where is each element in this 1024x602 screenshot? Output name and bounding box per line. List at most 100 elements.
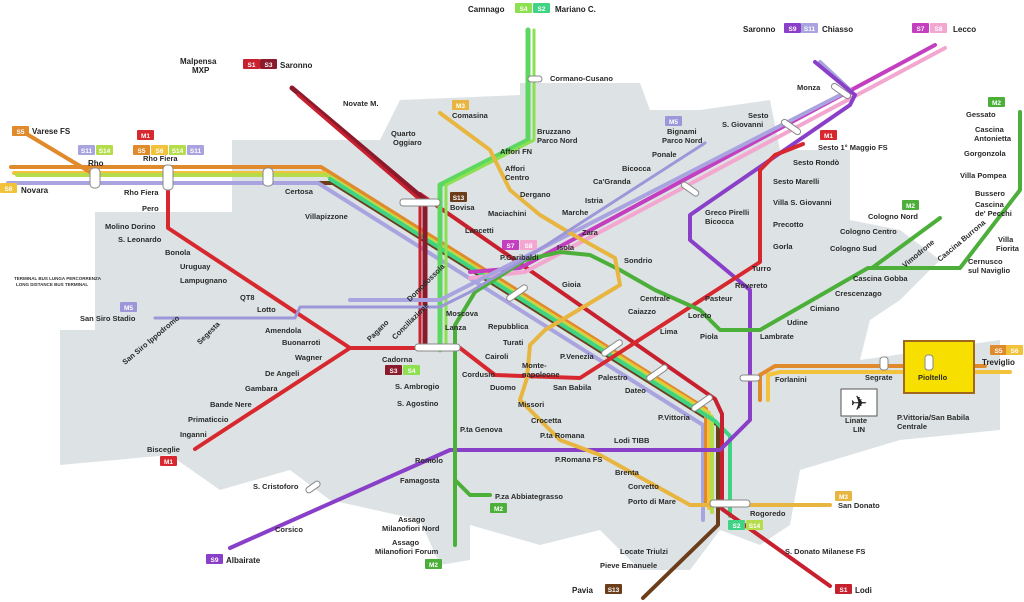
station-label[interactable]: Pero	[142, 204, 159, 213]
terminus-lecco[interactable]: Lecco	[953, 25, 976, 34]
station-label[interactable]: Dateo	[625, 386, 646, 395]
station-label[interactable]: P.Garibaldi	[500, 253, 539, 262]
station-label[interactable]: Cormano-Cusano	[550, 74, 613, 83]
terminus-saronno_e[interactable]: Saronno	[743, 25, 776, 34]
station-label[interactable]: Assago	[398, 515, 426, 524]
station-label[interactable]: Pioltello	[918, 373, 948, 382]
station-label[interactable]: Affori FN	[500, 147, 532, 156]
station-label[interactable]: Udine	[787, 318, 808, 327]
station-label[interactable]: Moscova	[446, 309, 479, 318]
station-label[interactable]: P.Vittoria	[658, 413, 691, 422]
station-label[interactable]: Centrale	[640, 294, 670, 303]
station-label[interactable]: Lotto	[257, 305, 276, 314]
station-label[interactable]: Marche	[562, 208, 588, 217]
station-label[interactable]: napoleone	[522, 370, 560, 379]
station-label[interactable]: S. Leonardo	[118, 235, 162, 244]
terminus-novara[interactable]: Novara	[21, 186, 49, 195]
terminus-rho[interactable]: Rho	[88, 159, 104, 168]
station-label[interactable]: Monte-	[522, 361, 547, 370]
station-label[interactable]: P.Vittoria/San Babila	[897, 413, 970, 422]
station-label[interactable]: Cascina	[975, 200, 1005, 209]
station-label[interactable]: Bande Nere	[210, 400, 252, 409]
station-label[interactable]: Sesto Rondò	[793, 158, 840, 167]
station-label[interactable]: LIN	[853, 425, 865, 434]
station-label[interactable]: S. Ambrogio	[395, 382, 440, 391]
station-label[interactable]: S. Agostino	[397, 399, 439, 408]
terminus-malpensa[interactable]: Malpensa	[180, 57, 217, 66]
station-label[interactable]: San Siro Stadio	[80, 314, 136, 323]
station-label[interactable]: Primaticcio	[188, 415, 229, 424]
station-label[interactable]: Affori	[505, 164, 525, 173]
station-label[interactable]: Lodi TIBB	[614, 436, 650, 445]
station-label[interactable]: Milanofiori Nord	[382, 524, 440, 533]
station-label[interactable]: De Angeli	[265, 369, 299, 378]
station-label[interactable]: Sondrio	[624, 256, 653, 265]
station-label[interactable]: Monza	[797, 83, 821, 92]
station-label[interactable]: Bisceglie	[147, 445, 180, 454]
station-label[interactable]: Villa	[998, 235, 1014, 244]
station-label[interactable]: S. Cristoforo	[253, 482, 299, 491]
station-label[interactable]: Maciachini	[488, 209, 526, 218]
station-label[interactable]: Corvetto	[628, 482, 659, 491]
station-label[interactable]: Cernusco	[968, 257, 1003, 266]
station-label[interactable]: Villa Pompea	[960, 171, 1007, 180]
station-label[interactable]: P.za Abbiategrasso	[495, 492, 563, 501]
station-label[interactable]: Rogoredo	[750, 509, 786, 518]
station-label[interactable]: Cologno Sud	[830, 244, 877, 253]
station-label[interactable]: Certosa	[285, 187, 314, 196]
station-label[interactable]: Cascina	[975, 125, 1005, 134]
station-label[interactable]: TERMINAL BUS LUNGA PERCORRENZA	[14, 276, 102, 281]
station-label[interactable]: Cadorna	[382, 355, 413, 364]
terminus-camnago[interactable]: Camnago	[468, 5, 505, 14]
station-label[interactable]: Bruzzano	[537, 127, 571, 136]
station-label[interactable]: Buonarroti	[282, 338, 320, 347]
station-label[interactable]: Centro	[505, 173, 530, 182]
station-label[interactable]: Turro	[752, 264, 771, 273]
station-label[interactable]: de' Pecchi	[975, 209, 1012, 218]
station-label[interactable]: Lambrate	[760, 332, 794, 341]
station-label[interactable]: Bovisa	[450, 203, 475, 212]
station-label[interactable]: Quarto	[391, 129, 416, 138]
station-label[interactable]: Centrale	[897, 422, 927, 431]
station-label[interactable]: P.Romana FS	[555, 455, 602, 464]
station-label[interactable]: Milanofiori Forum	[375, 547, 439, 556]
station-label[interactable]: Porto di Mare	[628, 497, 676, 506]
station-label[interactable]: Cologno Nord	[868, 212, 918, 221]
station-label[interactable]: Isola	[557, 243, 575, 252]
station-label[interactable]: Rovereto	[735, 281, 768, 290]
terminus-pavia[interactable]: Pavia	[572, 586, 593, 595]
station-label[interactable]: Repubblica	[488, 322, 529, 331]
station-label[interactable]: Dergano	[520, 190, 551, 199]
terminus-lodi[interactable]: Lodi	[855, 586, 872, 595]
terminus-varese[interactable]: Varese FS	[32, 127, 71, 136]
station-label[interactable]: Bonola	[165, 248, 191, 257]
station-label[interactable]: Pasteur	[705, 294, 733, 303]
station-label[interactable]: Parco Nord	[537, 136, 578, 145]
station-label[interactable]: Famagosta	[400, 476, 440, 485]
terminus-treviglio[interactable]: Treviglio	[982, 358, 1015, 367]
station-label[interactable]: Bignami	[667, 127, 697, 136]
station-label[interactable]: Gioia	[562, 280, 582, 289]
station-label[interactable]: Cascina Gobba	[853, 274, 908, 283]
station-label[interactable]: Precotto	[773, 220, 804, 229]
station-label[interactable]: Lampugnano	[180, 276, 227, 285]
station-label[interactable]: Forlanini	[775, 375, 807, 384]
terminus-chiasso[interactable]: Chiasso	[822, 25, 853, 34]
station-label[interactable]: Villa S. Giovanni	[773, 198, 832, 207]
station-label[interactable]: Inganni	[180, 430, 207, 439]
station-label[interactable]: Segrate	[865, 373, 893, 382]
station-label[interactable]: Cordusio	[462, 370, 495, 379]
station-label[interactable]: Molino Dorino	[105, 222, 156, 231]
station-label[interactable]: LONG DISTANCE BUS TERMINAL	[16, 282, 88, 287]
station-label[interactable]: Brenta	[615, 468, 640, 477]
station-label[interactable]: Duomo	[490, 383, 516, 392]
station-label[interactable]: Cologno Centro	[840, 227, 897, 236]
station-label[interactable]: Novate M.	[343, 99, 378, 108]
terminus-mxp[interactable]: MXP	[192, 66, 210, 75]
station-label[interactable]: Crocetta	[531, 416, 562, 425]
station-label[interactable]: Cairoli	[485, 352, 508, 361]
station-label[interactable]: S. Donato Milanese FS	[785, 547, 865, 556]
station-label[interactable]: Piola	[700, 332, 719, 341]
station-label[interactable]: Turati	[503, 338, 523, 347]
station-label[interactable]: Fiorita	[996, 244, 1020, 253]
